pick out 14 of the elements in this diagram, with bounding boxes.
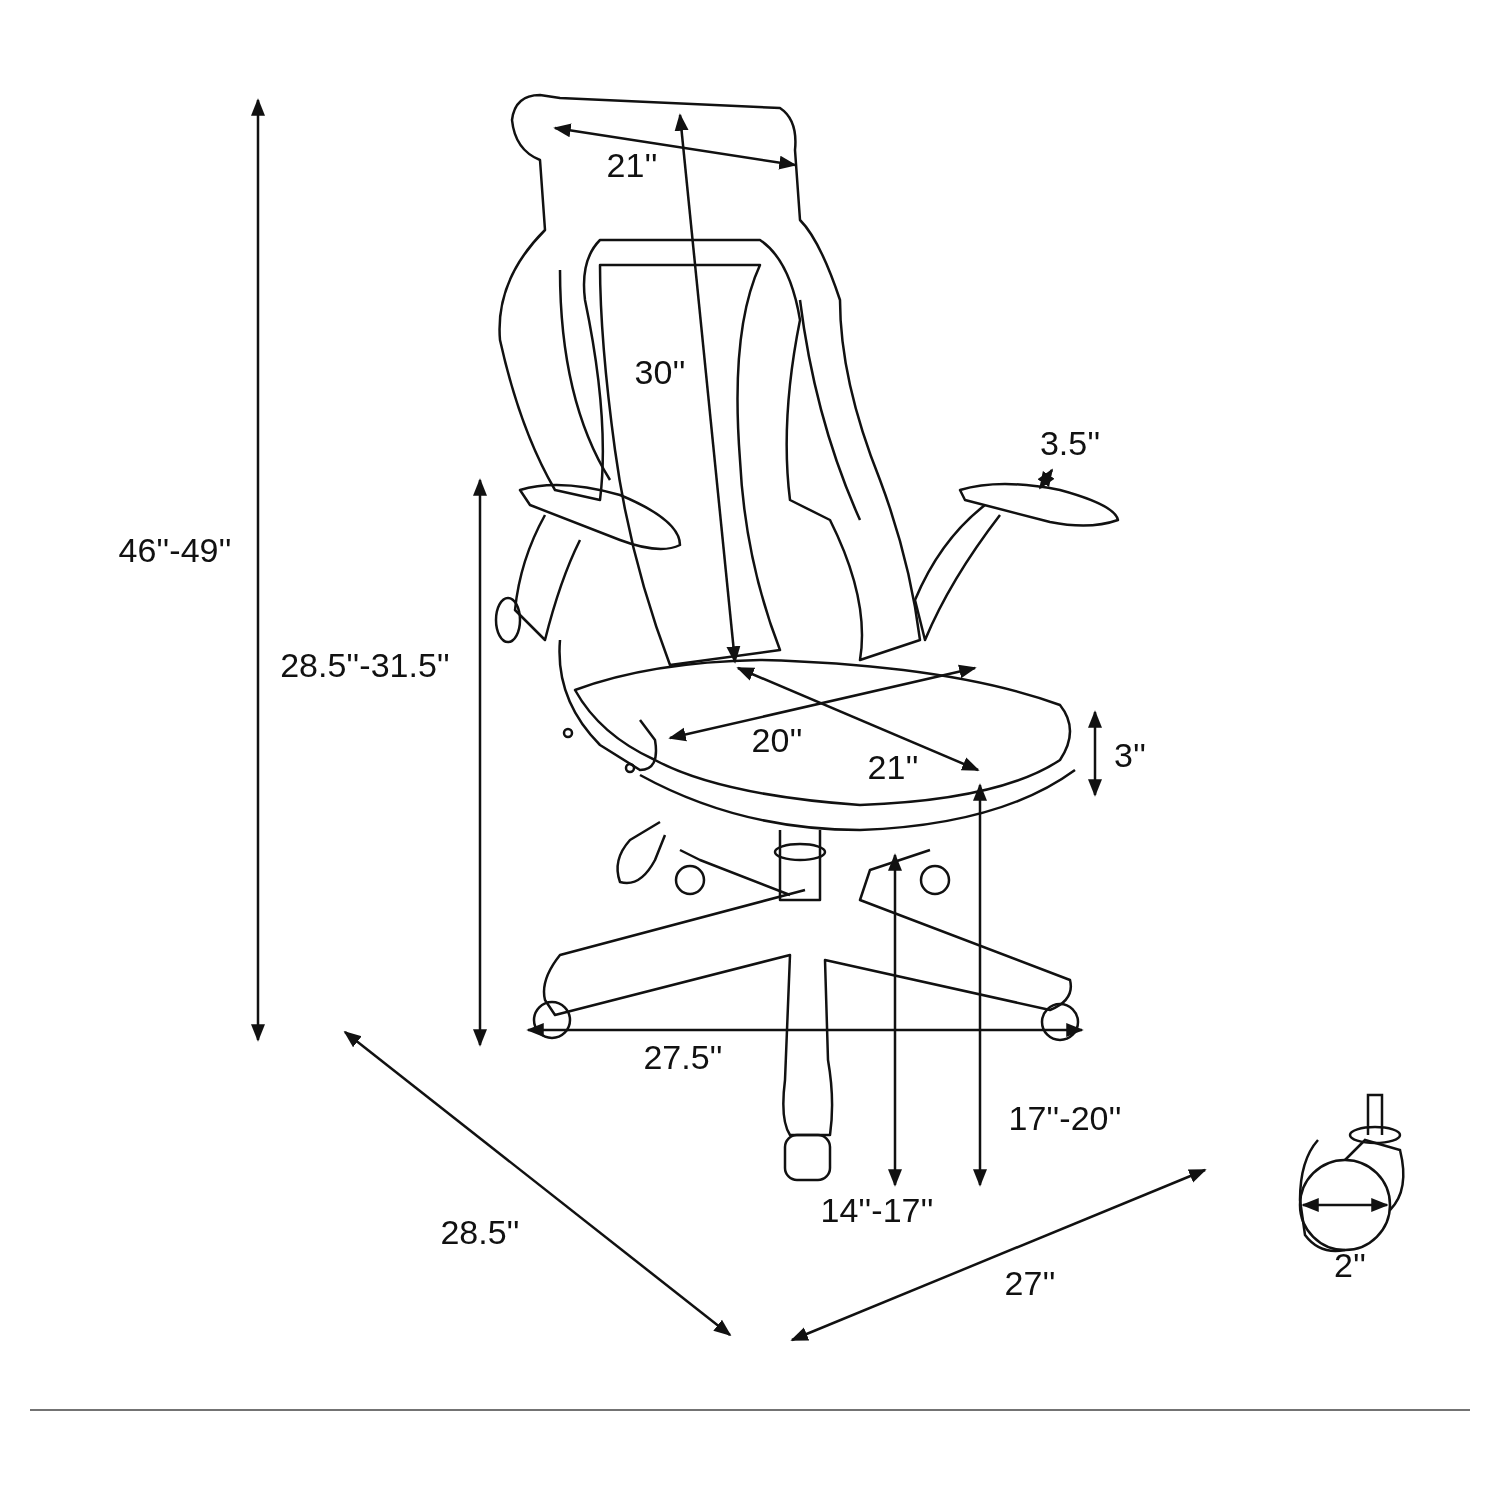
dimension-label: 30'' [634,355,686,389]
dimension-label: 14''-17'' [820,1193,934,1227]
dimension-label: 46''-49'' [118,533,232,567]
dimension-label: 21'' [606,148,658,182]
dimension-label: 2'' [1334,1248,1366,1282]
dimension-label: 28.5''-31.5'' [280,648,450,682]
dimension-label: 3.5'' [1039,426,1101,460]
dimension-label: 20'' [751,723,803,757]
dimension-label: 17''-20'' [1008,1101,1122,1135]
dimension-label: 27.5'' [643,1040,723,1074]
dimension-label: 27'' [1004,1266,1056,1300]
dimension-label: 21'' [867,750,919,784]
dimension-label: 3'' [1114,738,1146,772]
dimension-label: 28.5'' [440,1215,520,1249]
